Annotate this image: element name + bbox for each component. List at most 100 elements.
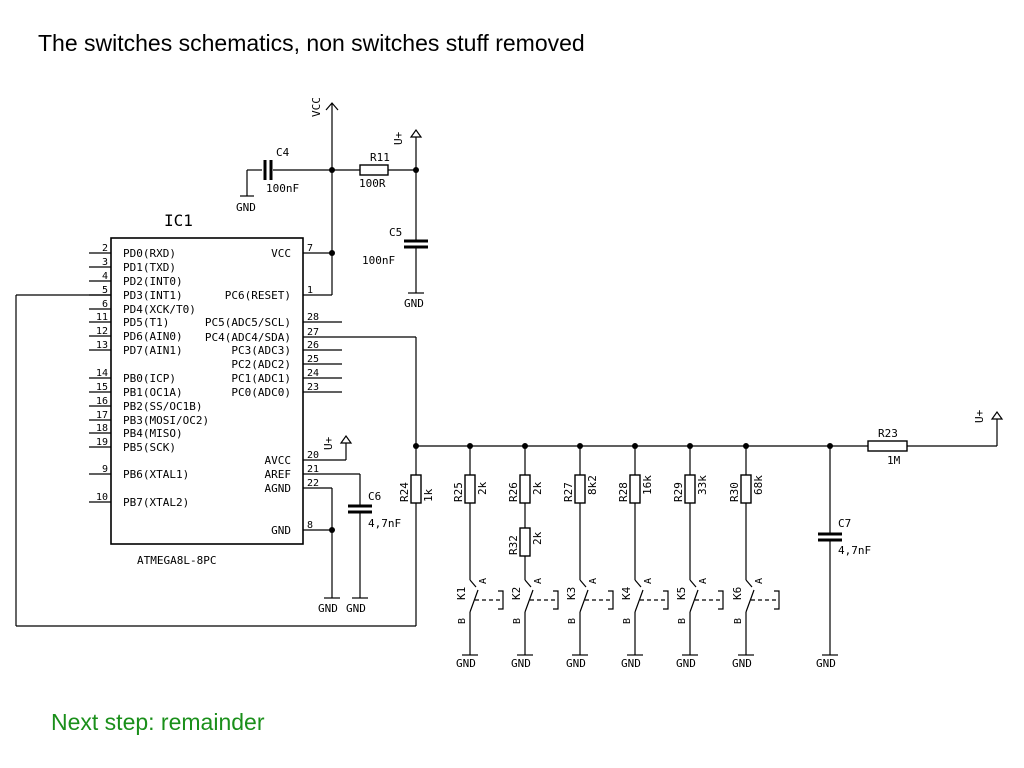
switch-label: K4 [620,586,633,600]
switch-pin-a: A [698,578,709,584]
gnd-label: GND [566,657,586,670]
c7-label: C7 [838,517,851,530]
ic-pin-name: AVCC [265,454,292,467]
ic-pin-number: 15 [96,382,108,393]
ladder-resistor [629,474,641,504]
switch-terminal [524,579,532,588]
ic-pin-number: 10 [96,492,108,503]
ic-pin-name: GND [271,524,291,537]
ic-pin-name: VCC [271,247,291,260]
switch-pin-b: B [733,618,744,624]
switch-bracket [553,590,559,610]
ic-pin-number: 27 [307,327,319,338]
switch-terminal [469,579,477,588]
gnd-label: GND [621,657,641,670]
ladder-resistor-label: R28 [617,482,630,502]
switch-contact [469,589,479,613]
ladder-resistor-value: 68k [752,475,765,495]
r23-resistor: R23 1M [867,427,908,467]
switch-label: K2 [510,587,523,600]
ladder-resistor-label: R25 [452,482,465,502]
gnd-c6-label: GND [346,602,366,615]
ladder-resistor-label: R27 [562,482,575,502]
switch-terminal [579,579,587,588]
ic-pin-number: 16 [96,396,108,407]
ic-pin-number: 8 [307,520,313,531]
ic-pin-number: 11 [96,312,108,323]
switch-pin-b: B [512,618,523,624]
ladder-resistor-value: 2k [531,481,544,495]
next-step-text: Next step: remainder [51,709,265,735]
ladder-resistor-label: R29 [672,482,685,502]
switch-pin-a: A [754,578,765,584]
switch-bracket [718,590,724,610]
switch-bracket [498,590,504,610]
ic-pin-name: PD7(AIN1) [123,344,183,357]
ladder-resistor-label: R30 [728,482,741,502]
slide-title: The switches schematics, non switches st… [38,30,585,56]
ladder-resistor [574,474,586,504]
switch-contact [689,589,699,613]
ic-pin-name: PB2(SS/OC1B) [123,400,202,413]
ic-pin-number: 25 [307,354,319,365]
gnd-label: GND [676,657,696,670]
switch-label: K6 [731,587,744,600]
power-labels: VCC U+ U+ U+ GND GND GND GND GND [236,97,986,670]
ladder-resistor-value: 8k2 [586,475,599,495]
switch-label: K5 [675,587,688,600]
c7-capacitor: C7 4,7nF [818,517,871,557]
ic-pin-name: AGND [265,482,292,495]
ic-pin-name: PC0(ADC0) [231,386,291,399]
ic-pin-number: 17 [96,410,108,421]
switch-pin-a: A [643,578,654,584]
ic-pin-number: 9 [102,464,108,475]
ladder-resistor [519,474,531,504]
ic-pin-name: PD2(INT0) [123,275,183,288]
switch-pin-a: A [478,578,489,584]
gnd-c5-label: GND [404,297,424,310]
gnd-label: GND [456,657,476,670]
switch-terminal [745,579,753,588]
switch-bracket [608,590,614,610]
ic1-right-pins: 7VCC1PC6(RESET)28PC5(ADC5/SCL)27PC4(ADC4… [205,243,319,537]
switch-label: K1 [455,587,468,600]
ic-pin-number: 26 [307,340,319,351]
switch-pin-b: B [567,618,578,624]
switch-pin-b: B [622,618,633,624]
r24-label: R24 [398,482,411,502]
ic-pin-name: PB4(MISO) [123,427,183,440]
c5-capacitor: C5 100nF [362,226,428,267]
ladder-resistor [684,474,696,504]
ic-pin-number: 12 [96,326,108,337]
ic-pin-name: PD1(TXD) [123,261,176,274]
ladder-resistor-label: R26 [507,482,520,502]
ic-pin-name: PB1(OC1A) [123,386,183,399]
ic1-ref: IC1 [164,211,193,230]
ic-pin-number: 13 [96,340,108,351]
wires [15,102,1004,656]
switch-pin-b: B [677,618,688,624]
c4-capacitor: C4 100nF [263,146,299,195]
ic-pin-name: PD4(XCK/T0) [123,303,196,316]
ladder-resistor-value: 33k [696,475,709,495]
r11-label: R11 [370,151,390,164]
ic-pin-number: 24 [307,368,319,379]
ic-pin-number: 22 [307,478,319,489]
ic-pin-name: PD3(INT1) [123,289,183,302]
r24-resistor: R24 1k [398,474,435,504]
r23-label: R23 [878,427,898,440]
ladder-resistor-value: 2k [476,481,489,495]
switch-label: K3 [565,587,578,600]
c7-value: 4,7nF [838,544,871,557]
switch-pin-a: A [588,578,599,584]
c6-value: 4,7nF [368,517,401,530]
c4-value: 100nF [266,182,299,195]
ic-pin-name: PB7(XTAL2) [123,496,189,509]
switch-pin-a: A [533,578,544,584]
ic-pin-number: 2 [102,243,108,254]
switch-contact [524,589,534,613]
